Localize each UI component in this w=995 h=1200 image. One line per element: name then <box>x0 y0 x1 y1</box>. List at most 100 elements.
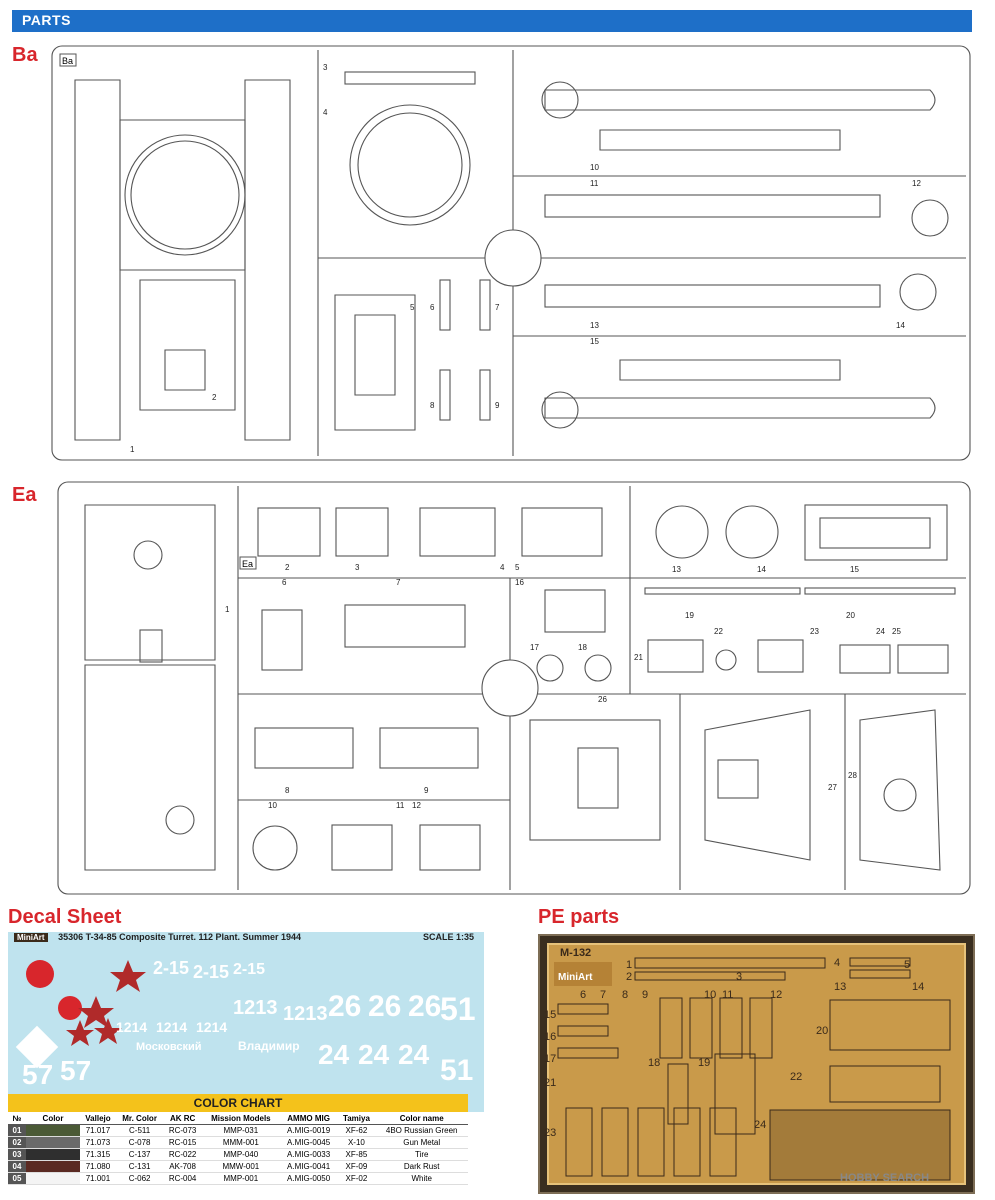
ea-part-5: 5 <box>515 563 520 572</box>
ea-part-13: 13 <box>672 565 681 574</box>
ea-part-10: 10 <box>268 801 277 810</box>
pe-part-16: 16 <box>544 1031 556 1043</box>
color-swatch <box>26 1124 80 1137</box>
decal-mark: 1213 <box>283 1003 328 1025</box>
pe-fret-artwork: M-132 MiniArt 1 2 <box>544 943 966 1185</box>
section-label-ba: Ba <box>12 44 38 66</box>
red-star-icon <box>66 1020 94 1046</box>
ea-part-28: 28 <box>848 771 857 780</box>
ba-part-14: 14 <box>896 321 905 330</box>
col-no: № <box>8 1113 26 1125</box>
decal-mark: Владимир <box>238 1039 300 1053</box>
pe-part-15: 15 <box>544 1009 556 1021</box>
mrcolor-code: C-137 <box>115 1148 164 1161</box>
col-akrc: AK RC <box>163 1113 202 1125</box>
pe-part-7: 7 <box>600 989 606 1001</box>
pe-part-21: 21 <box>544 1077 556 1089</box>
ba-part-4: 4 <box>323 108 328 117</box>
row-number: 02 <box>8 1136 26 1149</box>
ba-sprue-tag: Ba <box>62 56 73 66</box>
decal-mark: 26 <box>408 990 441 1023</box>
ea-part-25: 25 <box>892 627 901 636</box>
decal-mark: Московский <box>136 1041 202 1053</box>
pe-part-19: 19 <box>698 1057 710 1069</box>
ba-part-3: 3 <box>323 63 328 72</box>
pe-part-9: 9 <box>642 989 648 1001</box>
decal-artwork: 2-15 2-15 2-15 1213 1213 26 26 26 51 57 … <box>15 958 476 1090</box>
ba-part-8: 8 <box>430 401 435 410</box>
col-mrcolor: Mr. Color <box>115 1113 164 1125</box>
decal-brand-logo: MiniArt <box>14 933 48 942</box>
ammo-code: A.MIG-0045 <box>279 1136 338 1149</box>
pe-part-11: 11 <box>722 989 733 1001</box>
parts-header-bar: PARTS <box>12 10 972 32</box>
vallejo-code: 71.080 <box>80 1160 116 1173</box>
ammo-code: A.MIG-0033 <box>279 1148 338 1161</box>
pe-part-5: 5 <box>904 959 910 971</box>
ea-part-3: 3 <box>355 563 360 572</box>
ea-part-7: 7 <box>396 578 401 587</box>
section-label-decal: Decal Sheet <box>8 906 122 928</box>
decal-mark: 26 <box>368 990 401 1023</box>
ba-part-15: 15 <box>590 337 599 346</box>
col-name: Color name <box>375 1113 468 1125</box>
pe-brand: MiniArt <box>558 972 593 983</box>
color-swatch <box>26 1160 80 1173</box>
watermark: HOBBY SEARCH <box>840 1172 930 1184</box>
vallejo-code: 71.315 <box>80 1148 116 1161</box>
pe-part-4: 4 <box>834 957 840 969</box>
decal-mark: 1213 <box>233 997 278 1019</box>
decal-mark: 2-15 <box>233 961 265 978</box>
pe-fret: M-132 MiniArt 1 2 <box>538 934 975 1194</box>
ba-part-5: 5 <box>410 303 415 312</box>
ea-part-14: 14 <box>757 565 766 574</box>
color-name: Gun Metal <box>375 1136 468 1149</box>
color-swatch <box>26 1172 80 1185</box>
col-color: Color <box>26 1113 80 1125</box>
ba-part-7: 7 <box>495 303 500 312</box>
ea-part-20: 20 <box>846 611 855 620</box>
decal-title: 35306 T-34-85 Composite Turret. 112 Plan… <box>58 932 302 942</box>
tamiya-code: XF-09 <box>337 1160 376 1173</box>
decal-mark: 26 <box>328 990 361 1023</box>
ea-part-15: 15 <box>850 565 859 574</box>
tamiya-code: XF-62 <box>337 1124 376 1137</box>
pe-part-10: 10 <box>704 989 716 1001</box>
ba-part-13: 13 <box>590 321 599 330</box>
decal-sheet: MiniArt 35306 T-34-85 Composite Turret. … <box>8 932 484 1112</box>
pe-part-1: 1 <box>626 959 632 971</box>
col-vallejo: Vallejo <box>80 1113 116 1125</box>
ea-part-18: 18 <box>578 643 587 652</box>
ak-code: AK-708 <box>163 1160 202 1173</box>
ea-part-21: 21 <box>634 653 643 662</box>
pe-part-12: 12 <box>770 989 782 1001</box>
color-chart-table: № Color Vallejo Mr. Color AK RC Mission … <box>8 1113 468 1185</box>
ak-code: RC-015 <box>163 1136 202 1149</box>
col-mission: Mission Models <box>201 1113 280 1125</box>
ba-part-9: 9 <box>495 401 500 410</box>
decal-mark: 1214 <box>156 1019 187 1035</box>
decal-header: MiniArt 35306 T-34-85 Composite Turret. … <box>14 932 480 948</box>
sprue-ba-frame <box>51 45 971 461</box>
ba-part-2: 2 <box>212 393 217 402</box>
decal-mark: 1214 <box>196 1019 227 1035</box>
decal-mark: 24 <box>358 1039 390 1070</box>
ea-part-26: 26 <box>598 695 607 704</box>
pe-part-2: 2 <box>626 971 632 983</box>
pe-part-24: 24 <box>754 1119 766 1131</box>
ea-part-16: 16 <box>515 578 524 587</box>
mission-code: MMM-001 <box>201 1136 280 1149</box>
color-chart-title: COLOR CHART <box>8 1094 468 1112</box>
ea-part-12: 12 <box>412 801 421 810</box>
red-star-icon <box>94 1018 122 1044</box>
vallejo-code: 71.001 <box>80 1172 116 1185</box>
tamiya-code: XF-85 <box>337 1148 376 1161</box>
pe-part-6: 6 <box>580 989 586 1001</box>
ea-part-11: 11 <box>396 801 405 810</box>
pe-part-23: 23 <box>544 1127 556 1139</box>
ea-part-27: 27 <box>828 783 837 792</box>
sprue-drawings: Ba Ea 1 2 3 4 5 6 7 8 9 10 11 12 13 14 1… <box>51 45 971 895</box>
